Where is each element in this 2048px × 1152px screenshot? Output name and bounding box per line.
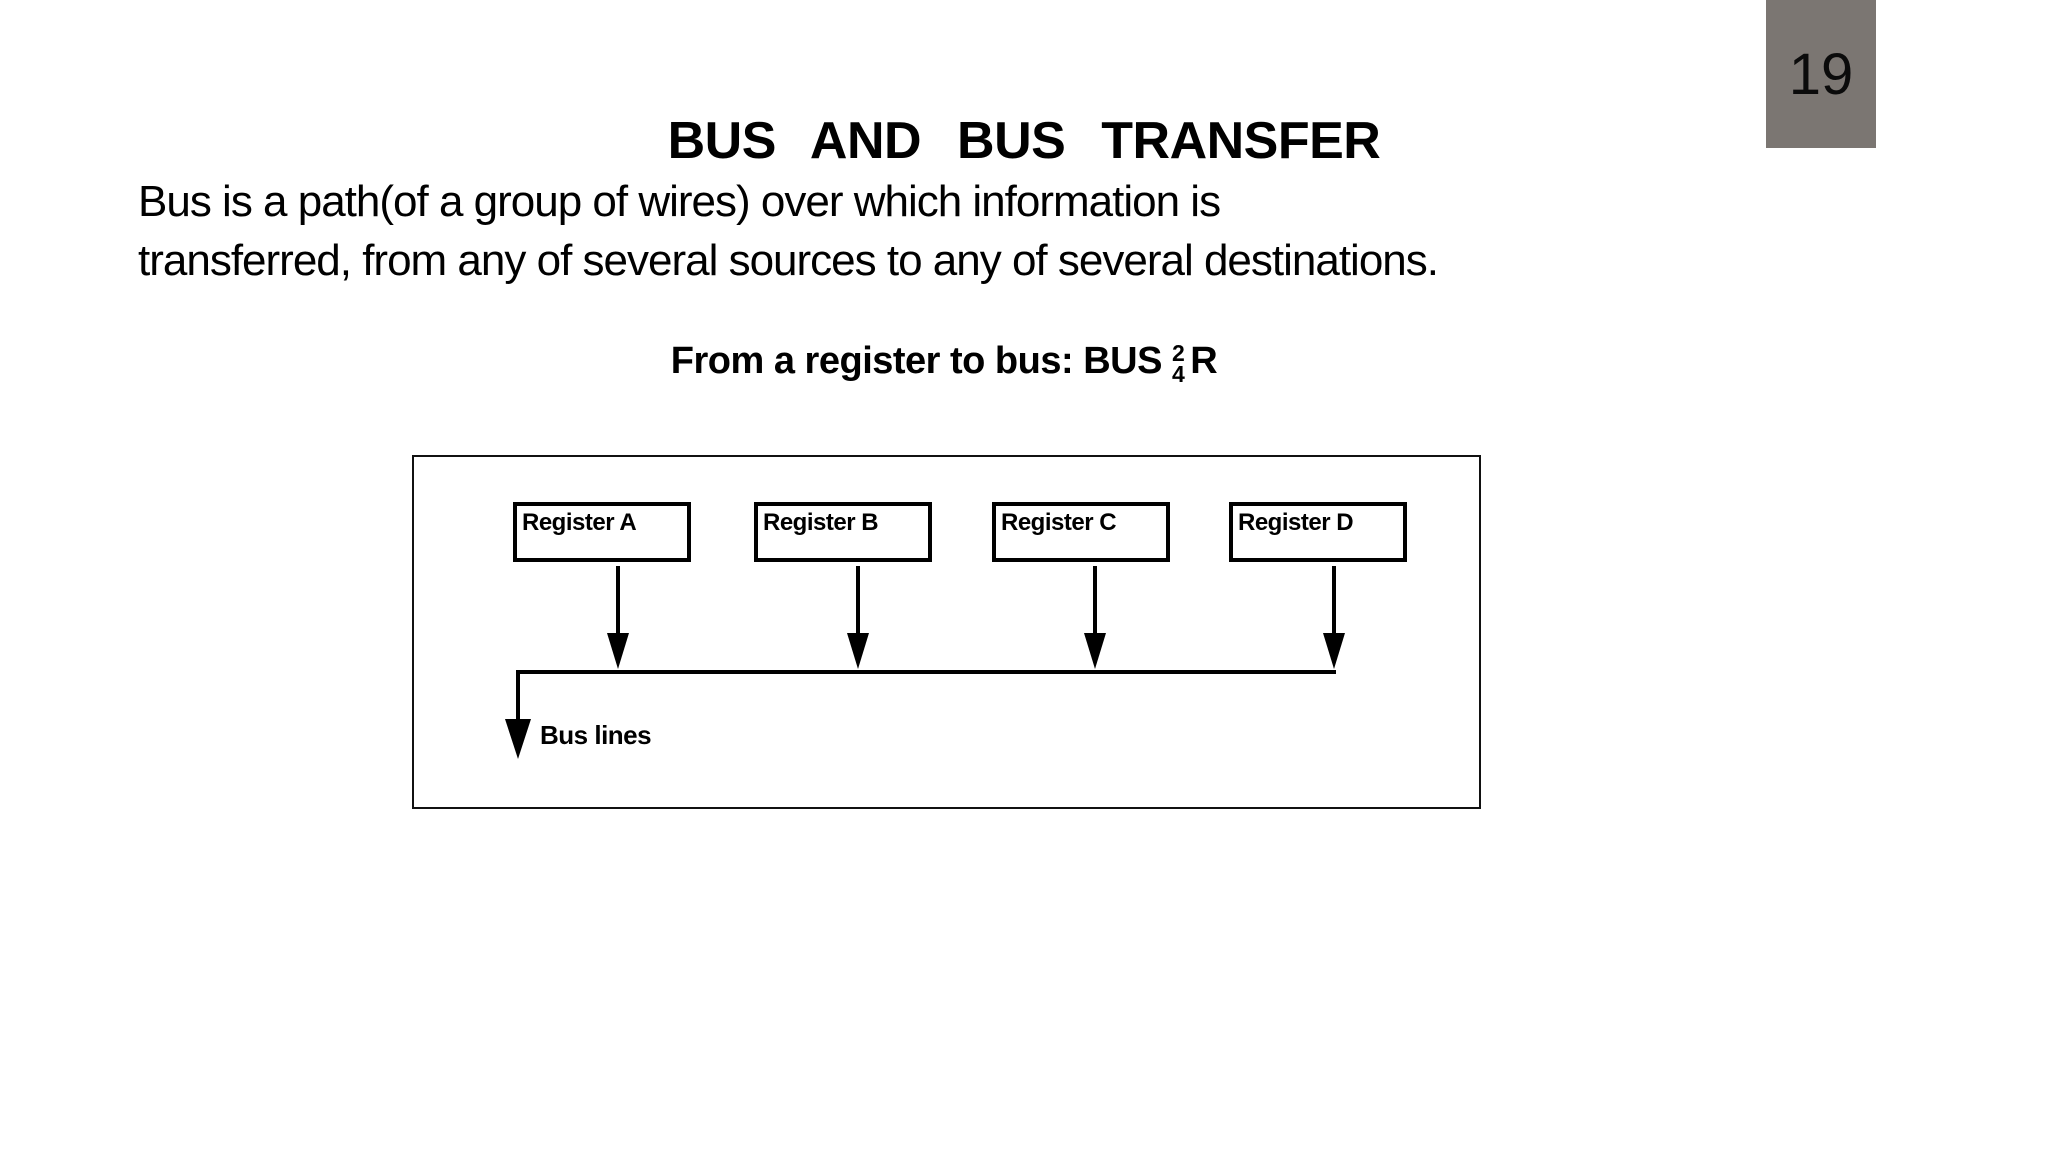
bus-lines-label: Bus lines — [540, 720, 652, 750]
arrow-d-down-icon — [1323, 633, 1345, 669]
arrow-c-down-icon — [1084, 633, 1106, 669]
arrow-d-shaft — [1332, 566, 1336, 635]
register-a-box: Register A — [513, 502, 691, 562]
register-a-label: Register A — [522, 509, 637, 536]
body-line-1: Bus is a path(of a group of wires) over … — [138, 177, 1221, 226]
arrow-b-shaft — [856, 566, 860, 635]
body-line-2: transferred, from any of several sources… — [138, 236, 1439, 285]
slide-title: BUS AND BUS TRANSFER — [667, 111, 1381, 170]
arrow-a-down-icon — [607, 633, 629, 669]
arrow-b-down-icon — [847, 633, 869, 669]
register-b-label: Register B — [763, 509, 879, 536]
bus-drop-arrow-icon — [505, 719, 531, 759]
register-c-label: Register C — [1001, 509, 1117, 536]
body-paragraph: Bus is a path(of a group of wires) over … — [138, 172, 1838, 290]
register-b-box: Register B — [754, 502, 932, 562]
bus-horizontal-line — [516, 670, 1336, 674]
stacked-top: 2 — [1171, 340, 1185, 366]
page-number-badge: 19 — [1766, 0, 1876, 148]
register-d-label: Register D — [1238, 509, 1354, 536]
arrow-a-shaft — [616, 566, 620, 635]
subtitle-suffix: R — [1190, 340, 1218, 382]
bus-diagram: Register A Register B Register C Registe… — [412, 455, 1481, 809]
register-d-box: Register D — [1229, 502, 1407, 562]
page-number: 19 — [1788, 41, 1854, 107]
bus-drop-shaft — [516, 670, 520, 723]
stacked-bottom: 4 — [1171, 361, 1185, 387]
arrow-c-shaft — [1093, 566, 1097, 635]
register-c-box: Register C — [992, 502, 1170, 562]
subtitle-prefix: From a register to bus: BUS — [670, 340, 1163, 382]
